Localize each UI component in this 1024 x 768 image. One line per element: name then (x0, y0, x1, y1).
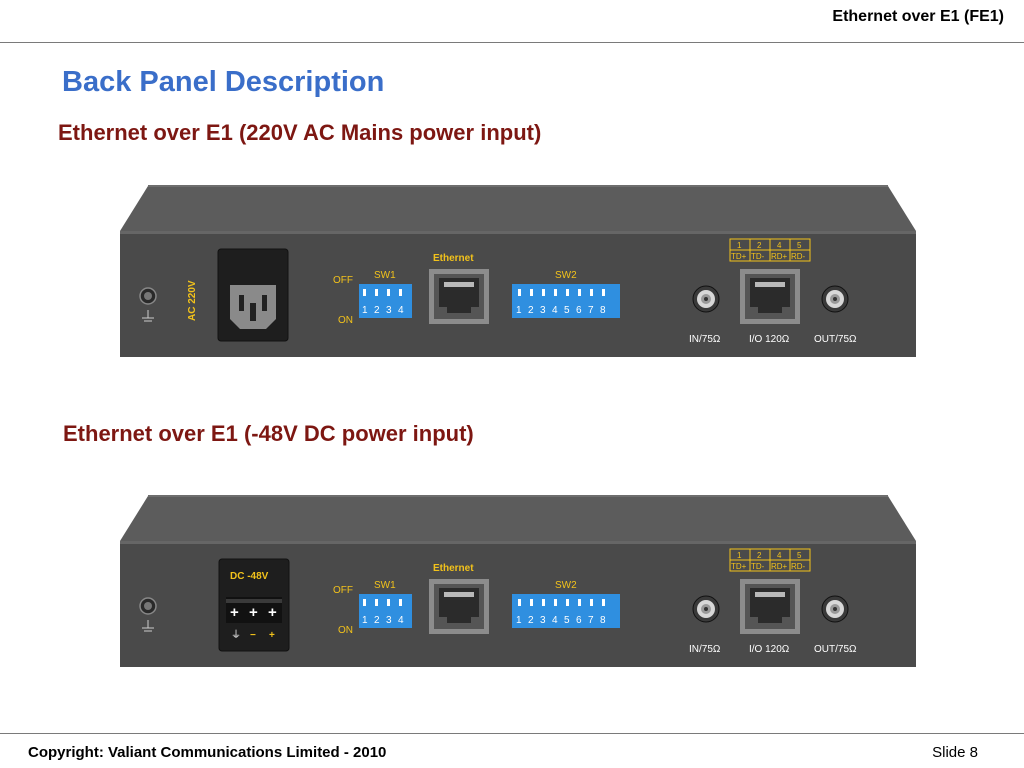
dc-terminal-mark: + (269, 630, 275, 641)
sw2-num: 7 (588, 305, 594, 316)
sw1-num: 2 (374, 615, 380, 626)
footer-copyright: Copyright: Valiant Communications Limite… (28, 744, 387, 761)
sw2-dip-switch[interactable]: 1 2 3 4 5 6 7 8 (512, 284, 620, 318)
sw2-num: 2 (528, 615, 534, 626)
pin-number: 4 (777, 241, 782, 250)
sw2-dip-switch[interactable]: 1 2 3 4 5 6 7 8 (512, 594, 620, 628)
header-divider (0, 42, 1024, 43)
out-bnc-connector[interactable] (821, 595, 849, 623)
on-label: ON (338, 625, 353, 636)
off-label: OFF (333, 585, 353, 596)
out-port-label: OUT/75Ω (814, 644, 857, 655)
on-label: ON (338, 315, 353, 326)
pin-number: 2 (757, 551, 762, 560)
pin-name: TD+ (731, 562, 747, 571)
sw1-num: 3 (386, 615, 392, 626)
sw1-num: 4 (398, 615, 404, 626)
sw1-label: SW1 (374, 270, 396, 281)
pin-number: 5 (797, 241, 802, 250)
sw2-num: 5 (564, 615, 570, 626)
pin-number: 1 (737, 241, 742, 250)
dc-terminal: + (268, 604, 277, 621)
header-title: Ethernet over E1 (FE1) (832, 8, 1004, 25)
pinout-table: 1 2 4 5 TD+ TD- RD+ RD- (729, 238, 811, 262)
sw1-dip-switch[interactable]: 1 2 3 4 (359, 284, 412, 318)
ground-screw-icon (139, 287, 157, 322)
io-rj48-port[interactable] (740, 269, 800, 324)
ethernet-label: Ethernet (433, 563, 474, 574)
pin-number: 2 (757, 241, 762, 250)
sw1-num: 1 (362, 615, 368, 626)
ethernet-rj45-port[interactable] (429, 579, 489, 634)
sw2-num: 3 (540, 305, 546, 316)
in-bnc-connector[interactable] (692, 285, 720, 313)
back-panel-dc-illustration: DC -48V + + + ⏚ − + OFF ON SW1 1 2 3 4 E… (120, 495, 916, 667)
sw1-num: 3 (386, 305, 392, 316)
pin-number: 4 (777, 551, 782, 560)
pin-name: RD+ (771, 562, 788, 571)
slide-title: Back Panel Description (62, 66, 385, 98)
subtitle-ac-variant: Ethernet over E1 (220V AC Mains power in… (58, 120, 542, 145)
pin-name: RD- (791, 562, 806, 571)
ethernet-label: Ethernet (433, 253, 474, 264)
in-port-label: IN/75Ω (689, 334, 721, 345)
ethernet-rj45-port[interactable] (429, 269, 489, 324)
sw1-label: SW1 (374, 580, 396, 591)
in-bnc-connector[interactable] (692, 595, 720, 623)
io-port-label: I/O 120Ω (749, 334, 790, 345)
sw2-num: 8 (600, 305, 606, 316)
pin-name: RD+ (771, 252, 788, 261)
sw2-label: SW2 (555, 270, 577, 281)
sw2-num: 1 (516, 305, 522, 316)
off-label: OFF (333, 275, 353, 286)
pin-name: TD+ (731, 252, 747, 261)
pin-name: TD- (751, 252, 765, 261)
ground-screw-icon (139, 597, 157, 632)
sw2-num: 6 (576, 615, 582, 626)
in-port-label: IN/75Ω (689, 644, 721, 655)
subtitle-dc-variant: Ethernet over E1 (-48V DC power input) (63, 421, 474, 446)
back-panel-ac-illustration: AC 220V OFF ON SW1 1 2 3 4 Ethernet SW2 (120, 185, 916, 357)
sw2-num: 8 (600, 615, 606, 626)
sw1-num: 4 (398, 305, 404, 316)
pinout-table: 1 2 4 5 TD+ TD- RD+ RD- (729, 548, 811, 572)
device-top-surface (120, 186, 916, 231)
io-port-label: I/O 120Ω (749, 644, 790, 655)
pin-name: TD- (751, 562, 765, 571)
sw1-num: 2 (374, 305, 380, 316)
sw2-num: 6 (576, 305, 582, 316)
ac-inlet-socket (217, 248, 289, 342)
dc-terminal: + (249, 604, 258, 621)
sw2-num: 7 (588, 615, 594, 626)
sw2-num: 4 (552, 615, 558, 626)
device-top-surface (120, 496, 916, 541)
dc-terminal-block[interactable]: DC -48V + + + ⏚ − + (218, 558, 290, 652)
sw2-num: 2 (528, 305, 534, 316)
sw2-label: SW2 (555, 580, 577, 591)
dc-power-label: DC -48V (230, 571, 269, 582)
sw2-num: 5 (564, 305, 570, 316)
pin-number: 5 (797, 551, 802, 560)
ac-power-label: AC 220V (187, 280, 198, 321)
sw2-num: 3 (540, 615, 546, 626)
footer-divider (0, 733, 1024, 734)
slide-number: Slide 8 (932, 744, 978, 761)
dc-terminal-mark: − (250, 630, 256, 641)
out-port-label: OUT/75Ω (814, 334, 857, 345)
pin-number: 1 (737, 551, 742, 560)
io-rj48-port[interactable] (740, 579, 800, 634)
sw1-num: 1 (362, 305, 368, 316)
sw2-num: 1 (516, 615, 522, 626)
dc-terminal-mark: ⏚ (231, 629, 241, 641)
sw1-dip-switch[interactable]: 1 2 3 4 (359, 594, 412, 628)
sw2-num: 4 (552, 305, 558, 316)
dc-terminal: + (230, 604, 239, 621)
pin-name: RD- (791, 252, 806, 261)
out-bnc-connector[interactable] (821, 285, 849, 313)
